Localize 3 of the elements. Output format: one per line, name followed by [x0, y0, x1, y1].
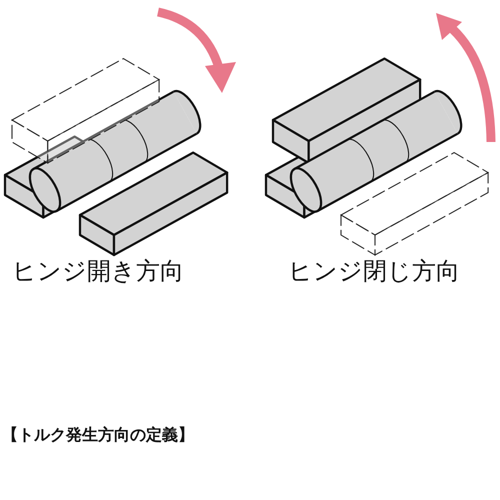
caption-text: 【トルク発生方向の定義】: [2, 425, 194, 446]
direction-label: ヒンジ閉じ方向: [288, 256, 460, 287]
direction-label: ヒンジ開き方向: [12, 256, 184, 287]
